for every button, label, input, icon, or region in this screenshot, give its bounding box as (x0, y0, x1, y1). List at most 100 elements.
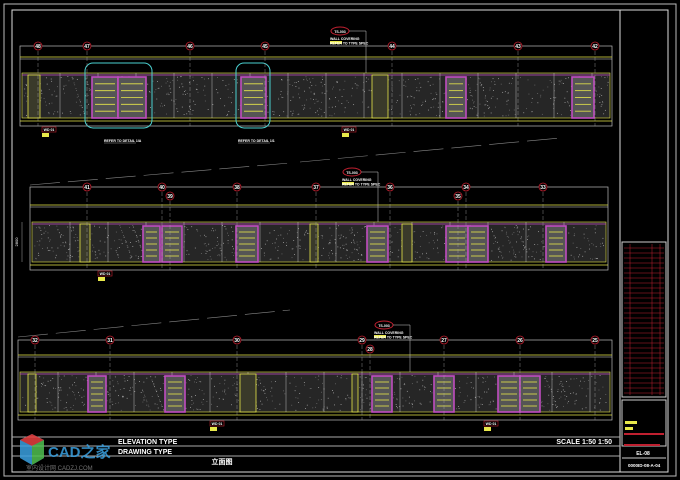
texture-dot (456, 408, 458, 410)
texture-dot (315, 376, 317, 378)
door (445, 76, 467, 119)
texture-dot (602, 102, 604, 104)
texture-dot (193, 381, 195, 383)
texture-dot (68, 387, 70, 389)
section-tag (483, 420, 499, 427)
texture-dot (351, 87, 353, 89)
texture-dot (140, 256, 142, 257)
texture-dot (531, 256, 533, 257)
texture-dot (334, 113, 335, 115)
texture-dot (78, 256, 80, 258)
texture-dot (105, 255, 107, 257)
texture-dot (196, 408, 197, 410)
texture-dot (286, 115, 288, 117)
texture-dot (364, 226, 365, 228)
texture-dot (557, 391, 559, 392)
texture-dot (481, 397, 483, 399)
texture-dot (396, 100, 398, 102)
texture-dot (78, 95, 79, 97)
texture-dot (599, 375, 601, 376)
texture-dot (318, 387, 320, 388)
texture-dot (71, 230, 73, 232)
texture-dot (297, 397, 299, 399)
texture-dot (313, 93, 315, 95)
texture-dot (403, 384, 405, 385)
texture-dot (223, 398, 225, 400)
texture-dot (39, 376, 41, 378)
texture-dot (232, 92, 234, 93)
texture-dot (485, 100, 487, 102)
texture-dot (592, 244, 594, 246)
texture-dot (345, 254, 347, 256)
texture-dot (211, 403, 212, 405)
texture-dot (182, 93, 184, 95)
texture-dot (204, 234, 205, 236)
texture-dot (329, 99, 331, 101)
texture-dot (228, 111, 230, 113)
texture-dot (602, 237, 604, 239)
texture-dot (51, 94, 53, 96)
texture-dot (523, 245, 524, 246)
section-tag (97, 270, 113, 277)
texture-dot (124, 380, 126, 382)
texture-dot (213, 230, 215, 232)
texture-dot (404, 383, 405, 385)
texture-dot (502, 245, 504, 247)
texture-dot (120, 409, 122, 411)
texture-dot (424, 389, 425, 391)
texture-dot (303, 107, 305, 109)
grid-bubble (387, 41, 397, 51)
texture-dot (313, 99, 314, 100)
texture-dot (200, 253, 202, 254)
texture-dot (339, 89, 341, 91)
texture-dot (541, 401, 543, 403)
texture-dot (551, 391, 552, 392)
title-block: EL-08 0000 ID-08-A-04 (621, 241, 667, 468)
sheet-border (3, 3, 677, 477)
texture-dot (196, 229, 198, 231)
grid-label: 37 (313, 185, 319, 191)
texture-dot (455, 387, 456, 389)
texture-dot (491, 228, 492, 230)
texture-dot (396, 407, 398, 409)
texture-dot (418, 90, 420, 92)
texture-dot (340, 377, 342, 379)
texture-dot (345, 243, 347, 245)
texture-dot (495, 241, 496, 242)
texture-dot (185, 382, 187, 384)
texture-dot (458, 406, 460, 407)
texture-dot (99, 253, 101, 255)
door (235, 225, 259, 263)
texture-dot (343, 248, 345, 249)
texture-dot (585, 395, 587, 397)
texture-dot (72, 391, 74, 392)
texture-dot (500, 83, 502, 85)
texture-dot (504, 91, 506, 93)
texture-dot (89, 89, 91, 91)
texture-dot (335, 228, 337, 230)
texture-dot (554, 97, 556, 99)
texture-dot (436, 93, 438, 95)
texture-dot (274, 247, 276, 249)
light-panel (27, 74, 41, 119)
sheet-number: 0000 (628, 463, 639, 468)
texture-dot (512, 77, 513, 79)
texture-dot (149, 107, 151, 108)
texture-dot (583, 233, 585, 235)
texture-dot (489, 87, 491, 89)
texture-dot (83, 403, 85, 405)
texture-dot (406, 390, 408, 392)
texture-dot (85, 376, 87, 378)
texture-dot (309, 107, 311, 109)
texture-dot (124, 240, 126, 241)
texture-dot (186, 93, 188, 94)
texture-dot (326, 406, 328, 408)
door (519, 375, 541, 413)
texture-dot (188, 253, 190, 255)
texture-dot (334, 239, 336, 240)
texture-dot (295, 385, 297, 387)
texture-dot (69, 387, 71, 389)
texture-dot (160, 389, 162, 391)
